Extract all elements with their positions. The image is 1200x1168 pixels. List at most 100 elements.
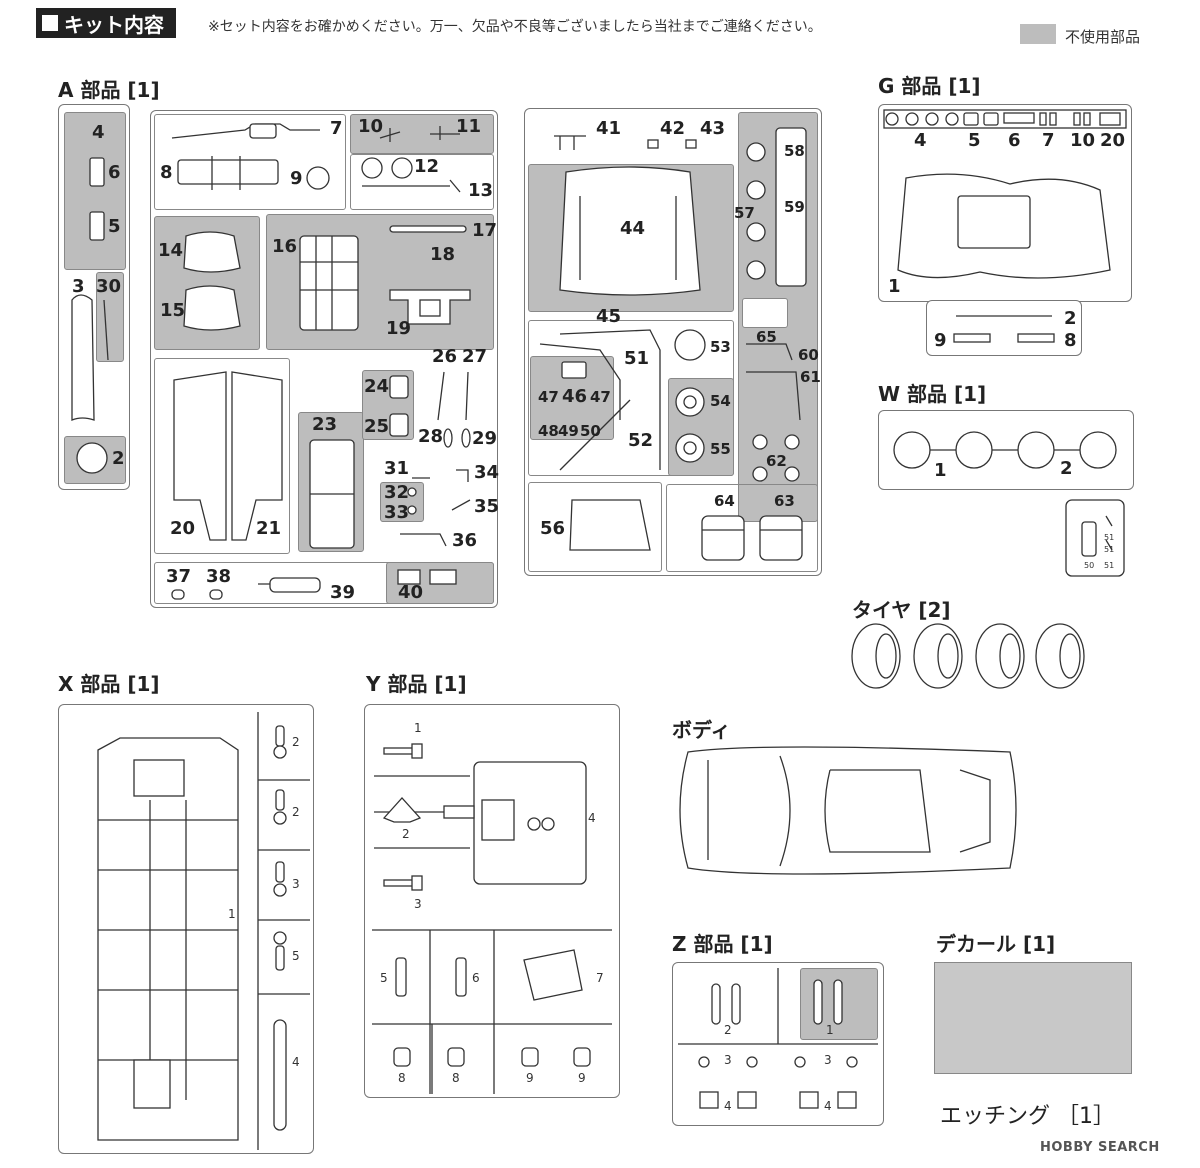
a-box-10-13 bbox=[350, 114, 494, 154]
part-number: 32 bbox=[384, 482, 410, 503]
part-number: 65 bbox=[756, 328, 777, 346]
a-box-7-9 bbox=[154, 114, 346, 210]
part-number: 58 bbox=[784, 142, 805, 160]
part-number: 6 bbox=[1008, 130, 1021, 151]
part-number: 4 bbox=[588, 811, 596, 825]
part-number: 10 bbox=[1070, 130, 1096, 151]
part-number: 6 bbox=[108, 162, 121, 183]
decal-title: デカール [1] bbox=[936, 932, 1056, 956]
part-number: 59 bbox=[784, 198, 805, 216]
notice-text: ※セット内容をお確かめください。万一、欠品や不良等ございましたら当社までご連絡く… bbox=[208, 19, 822, 35]
title-text: キット内容 bbox=[64, 12, 164, 37]
part-number: 55 bbox=[710, 440, 731, 458]
part-number: 11 bbox=[456, 116, 482, 137]
part-number: 29 bbox=[472, 428, 498, 449]
part-number: 64 bbox=[714, 492, 735, 510]
part-number: 25 bbox=[364, 416, 390, 437]
part-number: 24 bbox=[364, 376, 390, 397]
a-box-32-33 bbox=[380, 482, 424, 522]
part-number: 7 bbox=[596, 971, 604, 985]
tire-title: タイヤ [2] bbox=[852, 598, 951, 622]
part-number: 2 bbox=[724, 1023, 732, 1037]
x-parts-title: X 部品 [1] bbox=[58, 672, 160, 696]
kit-contents-title: キット内容 bbox=[36, 8, 176, 38]
part-number: 3 bbox=[724, 1053, 732, 1067]
part-number: 47 bbox=[590, 388, 611, 406]
part-number: 26 bbox=[432, 346, 458, 367]
part-number: 38 bbox=[206, 566, 232, 587]
part-number: 8 bbox=[160, 162, 173, 183]
part-number: 2 bbox=[402, 827, 410, 841]
square-bullet-icon bbox=[42, 15, 58, 31]
part-number: 4 bbox=[824, 1099, 832, 1113]
part-number: 3 bbox=[292, 877, 300, 891]
part-number: 36 bbox=[452, 530, 478, 551]
a-box-56 bbox=[528, 482, 662, 572]
a-box-12-13 bbox=[350, 154, 494, 210]
part-number: 52 bbox=[628, 430, 654, 451]
decal-sheet bbox=[934, 962, 1132, 1074]
w-parts-title: W 部品 [1] bbox=[878, 382, 987, 406]
part-number: 57 bbox=[734, 204, 755, 222]
body-title: ボディ bbox=[672, 718, 731, 742]
part-number: 19 bbox=[386, 318, 412, 339]
part-number: 12 bbox=[414, 156, 440, 177]
part-number: 15 bbox=[160, 300, 186, 321]
part-number: 14 bbox=[158, 240, 184, 261]
g-sprue-lower bbox=[926, 300, 1082, 356]
part-number: 9 bbox=[578, 1071, 586, 1085]
part-number: 5 bbox=[380, 971, 388, 985]
part-number: 48 bbox=[538, 422, 559, 440]
part-number: 35 bbox=[474, 496, 500, 517]
part-number: 4 bbox=[92, 122, 105, 143]
part-number: 2 bbox=[292, 805, 300, 819]
part-number: 8 bbox=[452, 1071, 460, 1085]
part-number: 1 bbox=[826, 1023, 834, 1037]
a-parts-title: A 部品 [1] bbox=[58, 78, 160, 102]
part-number: 3 bbox=[414, 897, 422, 911]
part-number: 8 bbox=[398, 1071, 406, 1085]
part-number: 49 bbox=[558, 422, 579, 440]
part-number: 1 bbox=[888, 276, 901, 297]
part-number: 28 bbox=[418, 426, 444, 447]
part-number: 62 bbox=[766, 452, 787, 470]
watermark-text: HOBBY SEARCH bbox=[1040, 1140, 1160, 1155]
part-number: 4 bbox=[724, 1099, 732, 1113]
part-number: 13 bbox=[468, 180, 494, 201]
part-number: 7 bbox=[1042, 130, 1055, 151]
part-number: 4 bbox=[292, 1055, 300, 1069]
part-number: 5 bbox=[292, 949, 300, 963]
a-left-gray-top bbox=[64, 112, 126, 270]
part-number: 2 bbox=[112, 448, 125, 469]
etching-title: エッチング ［1］ bbox=[940, 1104, 1115, 1129]
part-number: 9 bbox=[526, 1071, 534, 1085]
part-number: 61 bbox=[800, 368, 821, 386]
part-number: 21 bbox=[256, 518, 282, 539]
part-number: 51 bbox=[1104, 545, 1115, 554]
part-number: 7 bbox=[330, 118, 343, 139]
part-number: 16 bbox=[272, 236, 298, 257]
part-number: 3 bbox=[824, 1053, 832, 1067]
part-number: 51 bbox=[1104, 561, 1115, 570]
part-number: 50 bbox=[1084, 561, 1095, 570]
part-number: 51 bbox=[624, 348, 650, 369]
part-number: 33 bbox=[384, 502, 410, 523]
part-number: 54 bbox=[710, 392, 731, 410]
part-number: 43 bbox=[700, 118, 726, 139]
part-number: 17 bbox=[472, 220, 498, 241]
a-box-20-21 bbox=[154, 358, 290, 554]
part-number: 30 bbox=[96, 276, 122, 297]
part-number: 41 bbox=[596, 118, 622, 139]
part-number: 27 bbox=[462, 346, 488, 367]
part-number: 10 bbox=[358, 116, 384, 137]
part-number: 53 bbox=[710, 338, 731, 356]
part-number: 6 bbox=[472, 971, 480, 985]
part-number: 18 bbox=[430, 244, 456, 265]
part-number: 9 bbox=[934, 330, 947, 351]
part-number: 5 bbox=[968, 130, 981, 151]
